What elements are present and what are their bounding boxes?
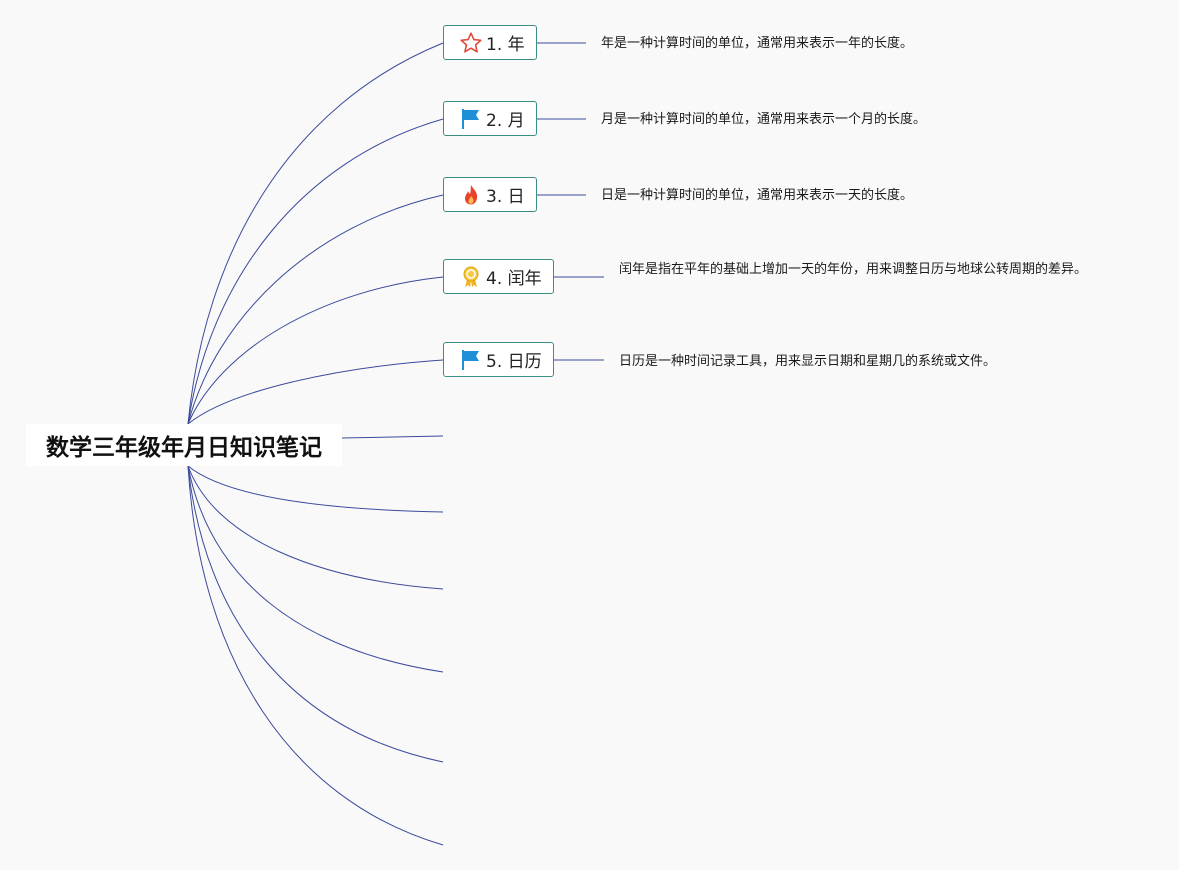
branch-line-3 — [187, 194, 444, 425]
root-topic[interactable]: 数学三年级年月日知识笔记 — [26, 424, 342, 466]
topic-1-label: 1. 年 — [486, 35, 525, 55]
flag-icon — [458, 347, 484, 373]
topic-5-note: 日历是一种时间记录工具，用来显示日期和星期几的系统或文件。 — [619, 354, 997, 369]
branch-line-5 — [187, 359, 444, 425]
topic-3-note: 日是一种计算时间的单位，通常用来表示一天的长度。 — [601, 188, 914, 203]
topic-3[interactable]: 3. 日 — [443, 177, 537, 212]
fire-icon — [458, 182, 484, 208]
topic-4[interactable]: 4. 闰年 — [443, 259, 554, 294]
topic-2[interactable]: 2. 月 — [443, 101, 537, 136]
topic-5[interactable]: 5. 日历 — [443, 342, 554, 377]
topic-1[interactable]: 1. 年 — [443, 25, 537, 60]
branch-line-4 — [187, 276, 444, 425]
topic-4-label: 4. 闰年 — [486, 269, 542, 289]
branch-line-9 — [187, 465, 444, 673]
branch-line-1 — [187, 42, 444, 425]
topic-5-label: 5. 日历 — [486, 352, 542, 372]
flag-icon — [458, 106, 484, 132]
branch-line-8 — [187, 465, 444, 590]
star-icon — [458, 30, 484, 56]
topic-2-label: 2. 月 — [486, 111, 525, 131]
branch-line-2 — [187, 118, 444, 425]
branch-line-6 — [341, 435, 444, 439]
topic-1-note: 年是一种计算时间的单位，通常用来表示一年的长度。 — [601, 36, 914, 51]
branch-line-7 — [187, 465, 444, 513]
branch-line-10 — [187, 465, 444, 763]
root-topic-label: 数学三年级年月日知识笔记 — [46, 435, 322, 461]
topic-3-label: 3. 日 — [486, 187, 525, 207]
topic-4-note: 闰年是指在平年的基础上增加一天的年份，用来调整日历与地球公转周期的差异。 — [619, 262, 1088, 277]
topic-2-note: 月是一种计算时间的单位，通常用来表示一个月的长度。 — [601, 112, 927, 127]
award-icon — [458, 264, 484, 290]
branch-line-11 — [187, 465, 444, 846]
